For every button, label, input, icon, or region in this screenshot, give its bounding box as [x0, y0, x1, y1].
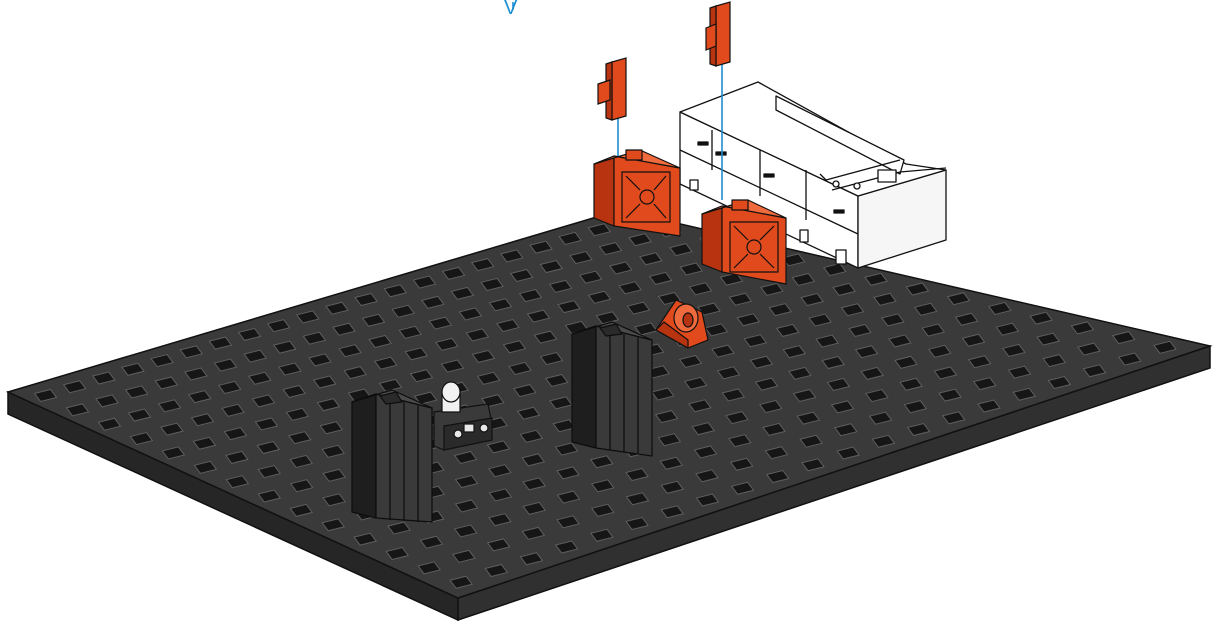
black-pillar-block [572, 322, 652, 456]
orange-connector-pin [706, 2, 730, 66]
black-pillar-block [352, 390, 432, 522]
orange-connector-pin [598, 58, 626, 120]
step-marker-label: V [504, 0, 517, 18]
orange-building-block [594, 150, 680, 236]
